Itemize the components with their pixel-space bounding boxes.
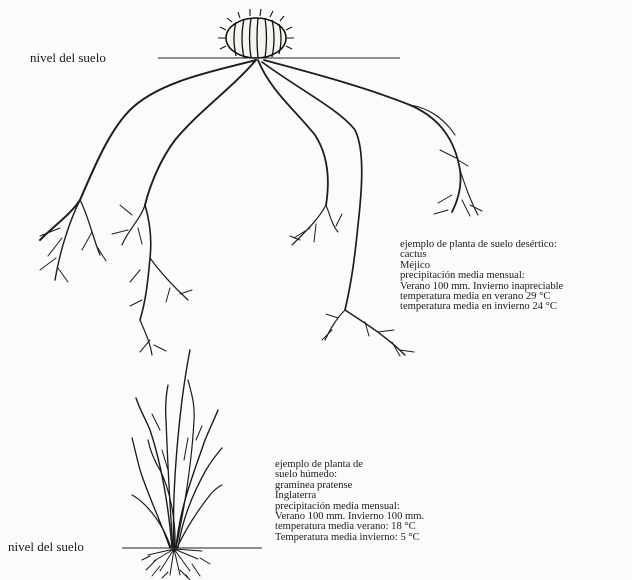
cactus-body [218,9,294,58]
desert-plant-caption: ejemplo de planta de suelo desértico: ca… [400,240,563,313]
grass-roots [142,549,210,580]
ground-level-label-humid: nivel del suelo [8,539,84,555]
caption-line: Temperatura media invierno: 5 °C [275,533,424,543]
humid-plant-caption: ejemplo de planta de suelo húmedo: gramí… [275,460,424,543]
ground-level-label-desert: nivel del suelo [30,50,106,66]
caption-line: temperatura media en invierno 24 °C [400,302,563,312]
grass-blades [132,350,222,548]
